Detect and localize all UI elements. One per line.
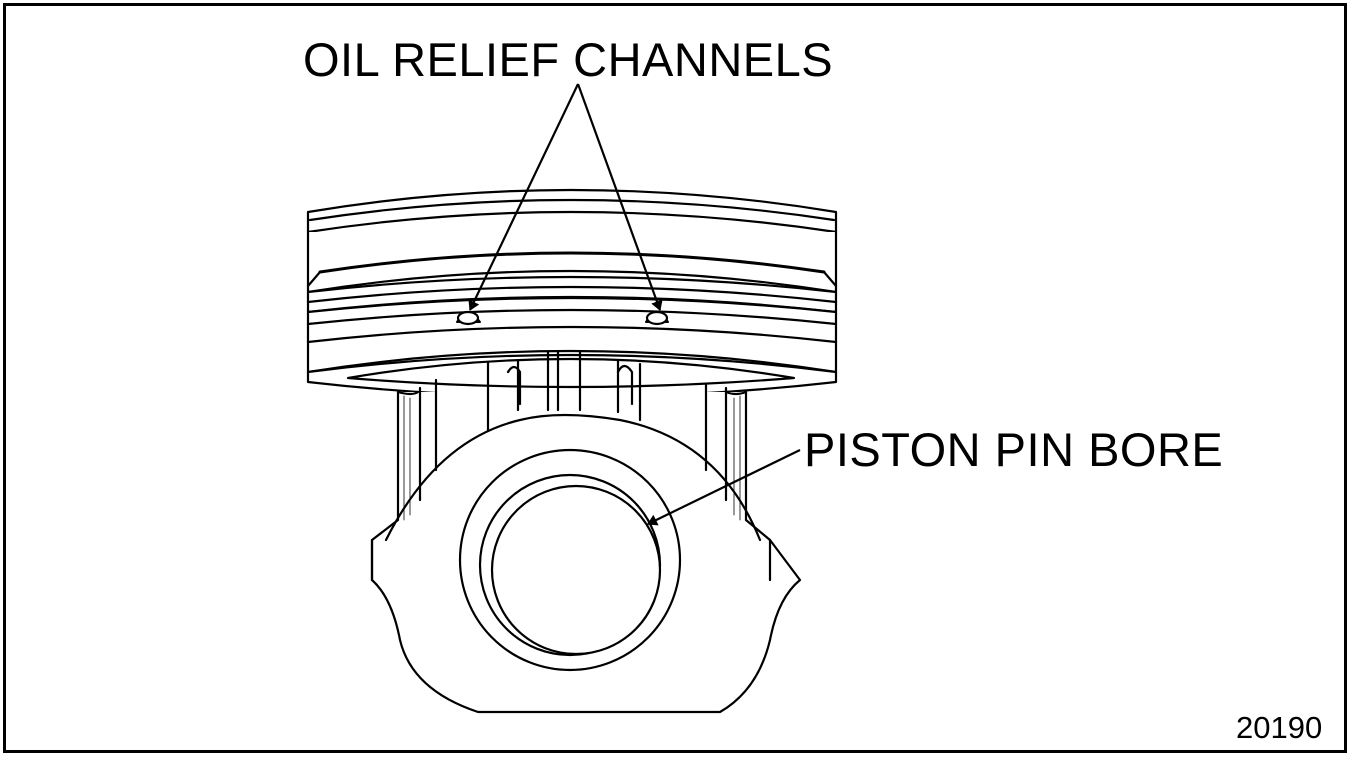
callout-piston-pin-bore: PISTON PIN BORE bbox=[804, 423, 1224, 476]
figure-number: 20190 bbox=[1236, 710, 1323, 745]
ring-land-upper bbox=[306, 230, 838, 294]
leader-oil-right bbox=[576, 83, 663, 311]
leader-oil-left bbox=[468, 83, 579, 311]
callout-oil-relief-channels: OIL RELIEF CHANNELS bbox=[303, 33, 834, 86]
oil-relief-channel-left bbox=[456, 310, 481, 326]
leader-pin-bore bbox=[647, 449, 801, 526]
oil-relief-channel-right bbox=[645, 310, 669, 326]
